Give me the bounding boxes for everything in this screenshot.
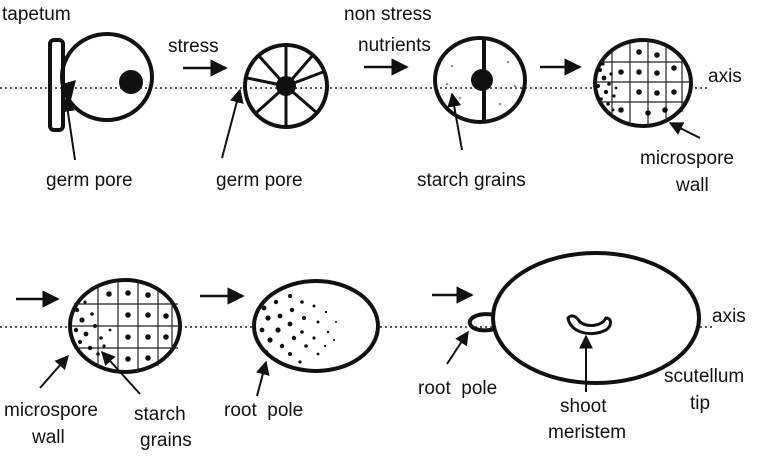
label-root-pole-2: root pole xyxy=(418,378,497,399)
stage-7-embryo-body xyxy=(493,253,699,383)
stage-1-nucleus xyxy=(119,70,143,94)
label-root-pole-1: root pole xyxy=(224,400,303,421)
pointer-starch-grains-top xyxy=(452,94,462,150)
pointer-root-pole-1 xyxy=(257,362,266,396)
label-microspore-top: microspore xyxy=(640,148,734,169)
label-grains-bottom: grains xyxy=(140,430,192,451)
label-axis-bottom: axis xyxy=(712,306,746,327)
label-tapetum: tapetum xyxy=(2,4,71,25)
stage-3-microspore xyxy=(435,38,525,122)
label-meristem: meristem xyxy=(548,422,626,443)
label-stress: stress xyxy=(168,36,219,57)
stage-3-nucleus xyxy=(471,69,493,91)
label-tip: tip xyxy=(690,393,710,414)
label-germ-pore-1: germ pore xyxy=(46,170,133,191)
label-shoot: shoot xyxy=(560,396,607,417)
stage-7-embryo xyxy=(470,253,699,383)
pointer-microspore-wall-bottom xyxy=(40,356,68,388)
pointer-microspore-wall-top xyxy=(670,123,700,138)
stage-1-microspore xyxy=(50,34,152,130)
label-microspore-bottom: microspore xyxy=(4,400,98,421)
label-nutrients: nutrients xyxy=(358,35,431,56)
label-germ-pore-2: germ pore xyxy=(216,170,303,191)
stage-6-cell xyxy=(254,281,378,371)
stage-4-multicellular xyxy=(595,40,691,126)
label-starch-bottom: starch xyxy=(134,404,186,425)
label-scutellum: scutellum xyxy=(664,366,744,387)
stage-2-microspore xyxy=(245,45,327,127)
pointer-germ-pore-2 xyxy=(222,90,240,158)
stage-5-multicellular xyxy=(70,280,180,372)
label-axis-top: axis xyxy=(708,66,742,87)
stage-6-root-pole xyxy=(254,281,378,371)
pointer-root-pole-2 xyxy=(447,332,468,364)
label-wall-top: wall xyxy=(675,175,709,196)
label-starch-grains-top: starch grains xyxy=(417,170,526,191)
label-non-stress: non stress xyxy=(344,4,432,25)
label-wall-bottom: wall xyxy=(31,427,65,448)
